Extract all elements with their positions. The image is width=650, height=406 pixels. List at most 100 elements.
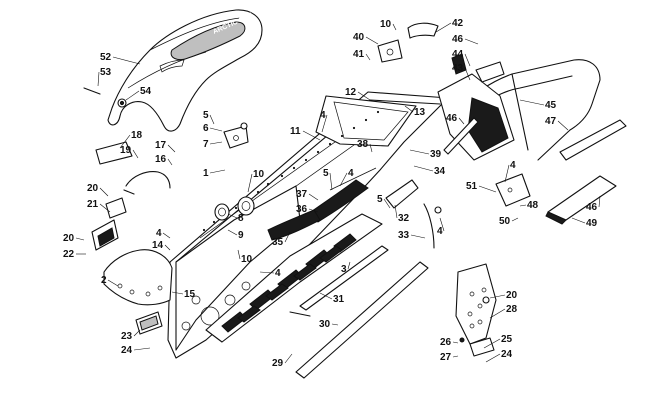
leader-line <box>339 172 348 187</box>
leader-line <box>557 120 569 131</box>
leader-line <box>209 127 223 132</box>
leader-line <box>464 38 479 45</box>
leader-line <box>171 291 184 295</box>
leader-line <box>247 173 253 193</box>
leader-line <box>598 195 601 208</box>
leader-line <box>409 149 430 155</box>
callout-28: 28 <box>506 304 518 315</box>
callout-2: 2 <box>101 275 107 286</box>
callout-46: 46 <box>452 34 464 45</box>
callout-34: 34 <box>434 166 446 177</box>
callout-36: 36 <box>296 204 308 215</box>
callout-13: 13 <box>414 107 426 118</box>
leader-line <box>519 204 527 207</box>
leader-line <box>452 341 459 344</box>
callout-4: 4 <box>437 226 443 237</box>
callout-37: 37 <box>296 189 308 200</box>
leader-line <box>321 114 328 133</box>
leader-line <box>209 141 223 145</box>
callout-39: 39 <box>430 149 442 160</box>
leader-line <box>489 308 506 319</box>
front-bumper <box>91 197 173 306</box>
callout-18: 18 <box>131 130 143 141</box>
leader-line <box>439 217 445 232</box>
callout-31: 31 <box>333 294 345 305</box>
leader-line <box>308 193 319 201</box>
footrest-bracket <box>455 263 497 357</box>
leader-line <box>404 105 414 113</box>
callout-47: 47 <box>545 116 557 127</box>
leader-line <box>413 165 434 172</box>
leader-line <box>452 355 459 358</box>
side-graphic <box>267 167 377 241</box>
seat-hardware <box>83 87 127 108</box>
callout-30: 30 <box>319 319 331 330</box>
leader-line <box>302 130 321 141</box>
callout-48: 48 <box>527 200 539 211</box>
callout-6: 6 <box>203 123 209 134</box>
leader-line <box>392 23 397 31</box>
leader-line <box>365 36 379 45</box>
callout-41: 41 <box>353 49 365 60</box>
callout-15: 15 <box>184 289 196 300</box>
callout-26: 26 <box>440 337 452 348</box>
leader-line <box>489 294 506 299</box>
callout-45: 45 <box>545 100 557 111</box>
leader-line <box>112 56 141 65</box>
seat-assembly: ARCTIC CAT <box>107 9 263 132</box>
leader-line <box>464 53 471 67</box>
callout-3: 3 <box>341 264 347 275</box>
callout-24: 24 <box>501 349 513 360</box>
callout-46: 46 <box>586 202 598 213</box>
leader-line <box>365 53 371 61</box>
callout-10: 10 <box>241 254 253 265</box>
leader-line <box>284 231 291 243</box>
leader-line <box>394 204 398 219</box>
cover-plate <box>95 141 133 165</box>
callout-38: 38 <box>357 139 369 150</box>
callout-52: 52 <box>100 52 112 63</box>
front-handle <box>123 171 171 195</box>
callout-8: 8 <box>238 213 244 224</box>
leader-line <box>227 229 238 236</box>
callout-4: 4 <box>275 268 281 279</box>
callout-42: 42 <box>452 18 464 29</box>
leader-line <box>133 347 151 351</box>
running-board <box>205 213 383 343</box>
callout-29: 29 <box>272 358 284 369</box>
leader-line <box>97 71 100 87</box>
leader-line <box>125 90 140 101</box>
leader-line <box>75 237 85 241</box>
leader-line <box>107 279 119 287</box>
callout-17: 17 <box>155 140 167 151</box>
callout-27: 27 <box>440 352 452 363</box>
leader-line <box>478 185 497 193</box>
callout-33: 33 <box>398 230 410 241</box>
callout-49: 49 <box>586 218 598 229</box>
callout-19: 19 <box>120 145 132 156</box>
callout-10: 10 <box>380 19 392 30</box>
callout-1: 1 <box>203 168 209 179</box>
leader-line <box>167 144 176 153</box>
callout-5: 5 <box>377 194 383 205</box>
leader-lines <box>75 22 601 364</box>
leader-line <box>209 114 215 125</box>
rack-brackets <box>377 22 439 63</box>
callout-35: 35 <box>272 237 284 248</box>
callout-5: 5 <box>323 168 329 179</box>
callout-4: 4 <box>320 110 326 121</box>
leader-line <box>357 91 371 101</box>
callout-11: 11 <box>290 126 301 137</box>
leader-line <box>209 169 226 174</box>
leader-line <box>133 329 141 337</box>
callout-50: 50 <box>499 216 511 227</box>
leader-line <box>485 353 501 363</box>
callout-22: 22 <box>63 249 75 260</box>
callout-9: 9 <box>238 230 244 241</box>
leader-line <box>119 134 131 149</box>
callout-23: 23 <box>121 331 133 342</box>
callout-16: 16 <box>155 154 167 165</box>
callout-51: 51 <box>466 181 478 192</box>
leader-line <box>519 99 545 106</box>
